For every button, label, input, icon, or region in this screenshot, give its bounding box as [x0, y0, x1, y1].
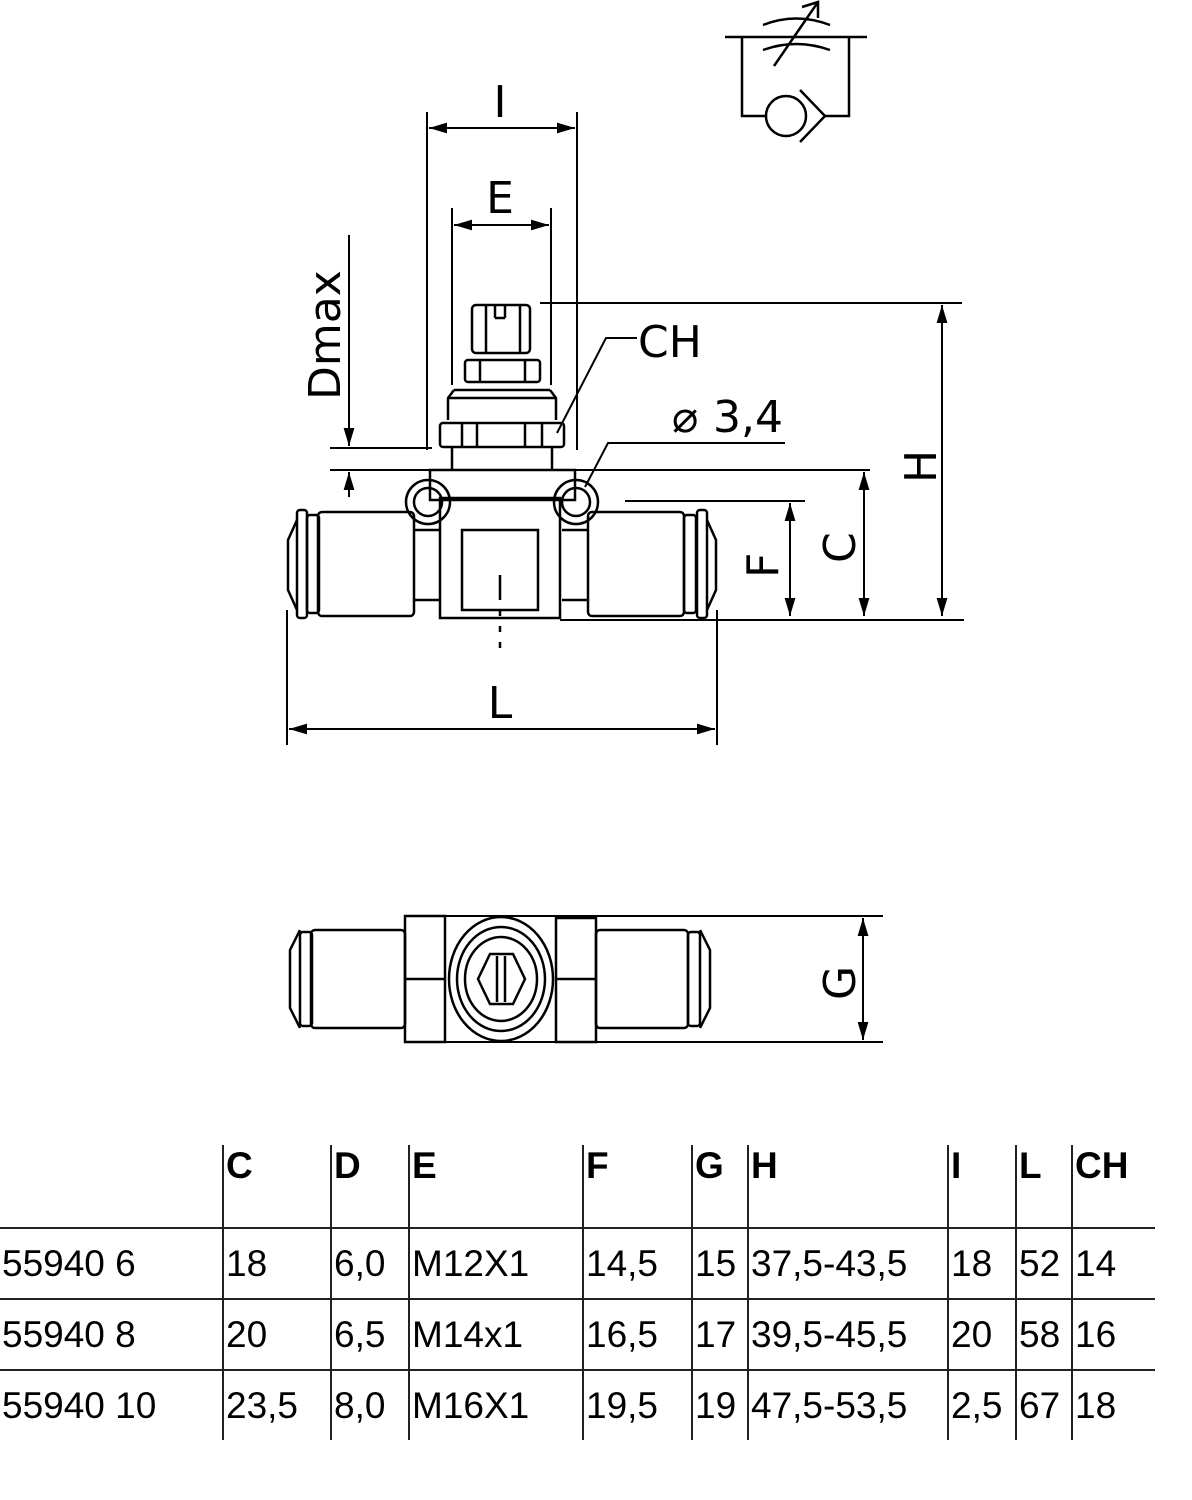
cell-ch: 16: [1071, 1298, 1155, 1370]
dim-label-c: C: [815, 532, 866, 563]
dim-label-h: H: [896, 450, 947, 483]
cell-h: 47,5-53,5: [747, 1369, 948, 1440]
cell-code: 55940 10: [0, 1369, 223, 1440]
cell-code: 55940 8: [0, 1298, 223, 1370]
table-row: 55940 6 18 6,0 M12X1 14,5 15 37,5-43,5 1…: [0, 1227, 1155, 1299]
cell-i: 2,5: [947, 1369, 1016, 1440]
cell-g: 17: [691, 1298, 748, 1370]
cell-c: 23,5: [222, 1369, 331, 1440]
cell-l: 67: [1015, 1369, 1072, 1440]
dim-label-f: F: [738, 553, 789, 578]
cell-l: 52: [1015, 1227, 1072, 1299]
header-c: C: [222, 1145, 331, 1228]
dim-label-e: E: [486, 173, 514, 224]
technical-drawing: I E Dmax CH ⌀ 3,4 H C F L G: [286, 0, 964, 1044]
cell-e: M12X1: [408, 1227, 583, 1299]
header-f: F: [582, 1145, 692, 1228]
cell-g: 15: [691, 1227, 748, 1299]
cell-e: M14x1: [408, 1298, 583, 1370]
dimension-lines: [286, 112, 964, 745]
cell-f: 16,5: [582, 1298, 692, 1370]
table-row: 55940 10 23,5 8,0 M16X1 19,5 19 47,5-53,…: [0, 1369, 1155, 1440]
dim-label-ch: CH: [638, 317, 702, 368]
cell-h: 37,5-43,5: [747, 1227, 948, 1299]
cell-f: 19,5: [582, 1369, 692, 1440]
header-h: H: [747, 1145, 948, 1228]
cell-g: 19: [691, 1369, 748, 1440]
header-e: E: [408, 1145, 583, 1228]
dim-label-dmax: Dmax: [300, 270, 351, 400]
cell-i: 18: [947, 1227, 1016, 1299]
cell-code: 55940 6: [0, 1227, 223, 1299]
table-row: 55940 8 20 6,5 M14x1 16,5 17 39,5-45,5 2…: [0, 1298, 1155, 1370]
cell-c: 18: [222, 1227, 331, 1299]
header-code: [0, 1145, 223, 1228]
dim-label-hole-prefix: ⌀: [672, 392, 699, 443]
cell-h: 39,5-45,5: [747, 1298, 948, 1370]
dim-label-l: L: [488, 678, 513, 729]
header-l: L: [1015, 1145, 1072, 1228]
header-g: G: [691, 1145, 748, 1228]
cell-e: M16X1: [408, 1369, 583, 1440]
header-d: D: [330, 1145, 409, 1228]
cell-d: 6,5: [330, 1298, 409, 1370]
cell-ch: 14: [1071, 1227, 1155, 1299]
cell-d: 6,0: [330, 1227, 409, 1299]
dim-label-hole: 3,4: [713, 392, 783, 443]
dimension-table: C D E F G H I L CH 55940 6 18 6,0 M12X1 …: [0, 1145, 1155, 1440]
cell-l: 58: [1015, 1298, 1072, 1370]
flow-control-symbol-icon: [725, 0, 867, 143]
dim-label-i: I: [494, 77, 507, 128]
cell-f: 14,5: [582, 1227, 692, 1299]
dim-label-g: G: [815, 966, 866, 1000]
header-i: I: [947, 1145, 1016, 1228]
header-ch: CH: [1071, 1145, 1155, 1228]
table-header-row: C D E F G H I L CH: [0, 1145, 1155, 1228]
cell-d: 8,0: [330, 1369, 409, 1440]
valve-top-view: [288, 914, 883, 1044]
cell-ch: 18: [1071, 1369, 1155, 1440]
cell-c: 20: [222, 1298, 331, 1370]
cell-i: 20: [947, 1298, 1016, 1370]
